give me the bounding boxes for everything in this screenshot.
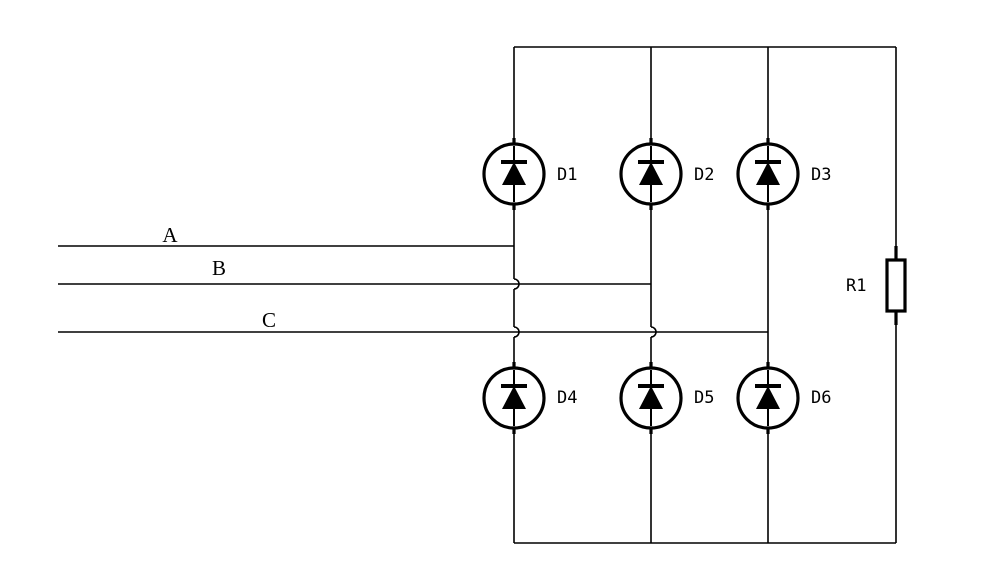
diode-d3-symbol <box>736 136 800 212</box>
phase-label-b: B <box>212 256 226 280</box>
diode-d1-symbol <box>482 136 546 212</box>
diode-label-d4: D4 <box>557 388 577 408</box>
phase-label-a: A <box>162 223 178 247</box>
diode-d5-symbol <box>619 360 683 436</box>
resistor-r1-symbol <box>885 258 907 313</box>
diode-d2-symbol <box>619 136 683 212</box>
load-leg <box>885 47 907 543</box>
leg-1 <box>513 47 520 543</box>
resistor-label-r1: R1 <box>846 276 866 296</box>
diode-label-d3: D3 <box>811 165 831 185</box>
leg-2 <box>650 47 657 543</box>
diode-d6-symbol <box>736 360 800 436</box>
diode-label-d1: D1 <box>557 165 577 185</box>
diode-d4-symbol <box>482 360 546 436</box>
phase-label-c: C <box>262 308 276 332</box>
diode-label-d5: D5 <box>694 388 714 408</box>
diode-label-d2: D2 <box>694 165 714 185</box>
diode-label-d6: D6 <box>811 388 831 408</box>
